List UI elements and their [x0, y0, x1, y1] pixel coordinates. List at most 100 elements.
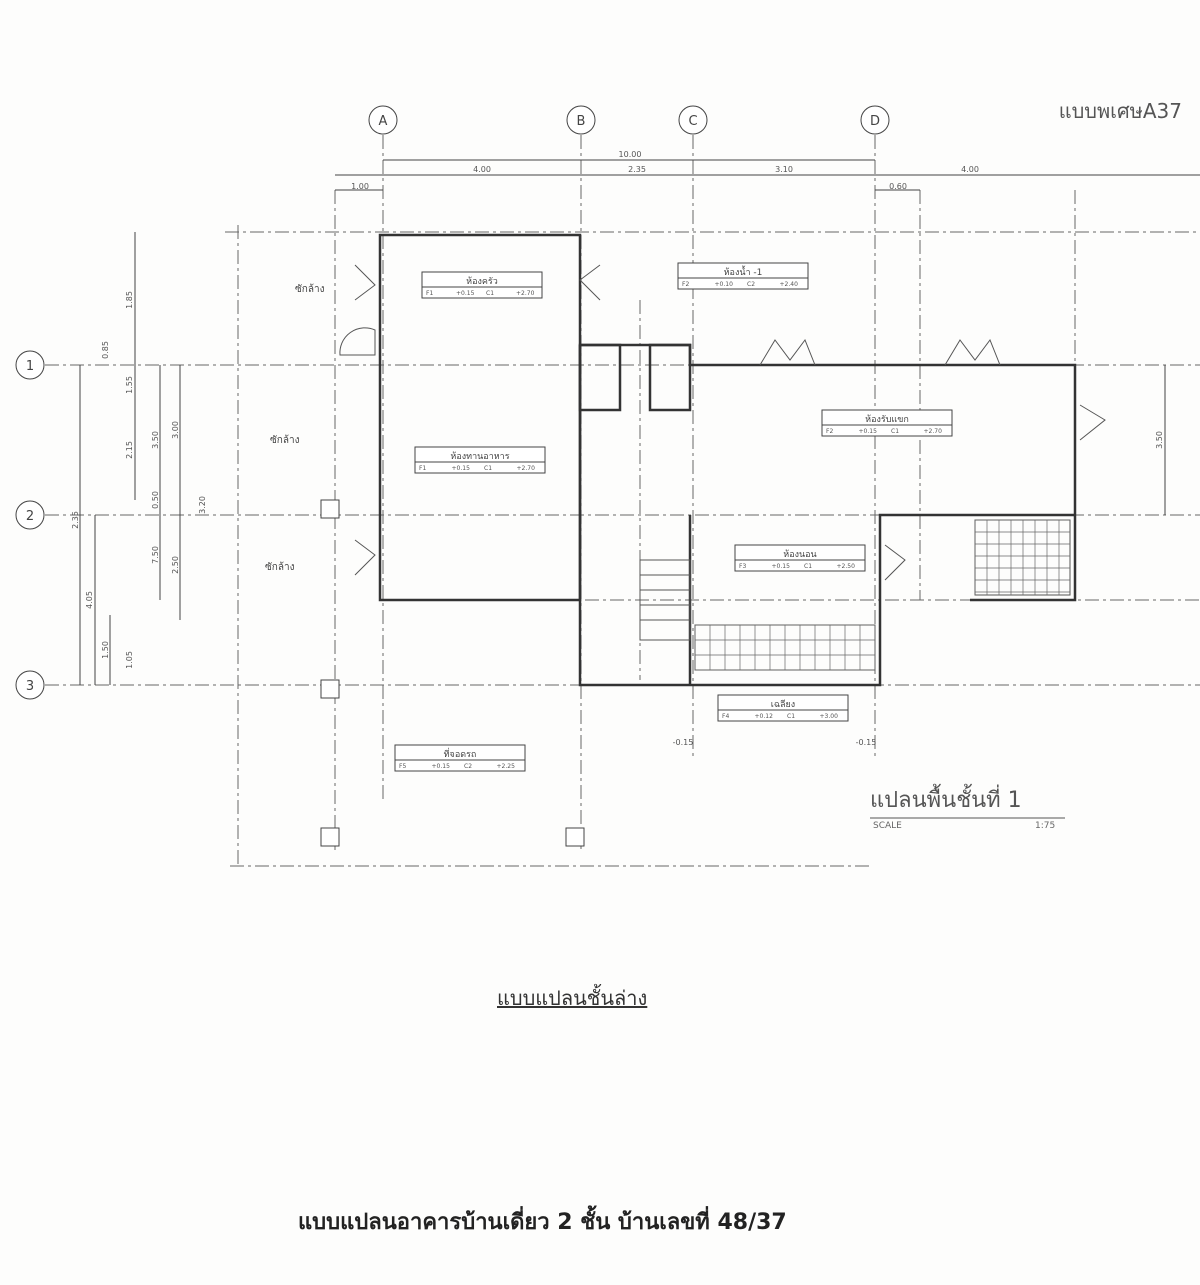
- room-tag-cell: C1: [891, 428, 899, 435]
- dim-left: 3.00: [171, 421, 180, 439]
- stairs-and-tiles: [639, 519, 1071, 671]
- room-tag-cell: +2.50: [837, 563, 856, 570]
- dim-left: 0.85: [101, 341, 110, 359]
- room-name: เฉลียง: [771, 699, 795, 710]
- dim-top: 2.35: [628, 165, 646, 174]
- dim-top-total: 10.00: [619, 150, 642, 159]
- scale-value: 1:75: [1035, 821, 1056, 831]
- room-tag-box: [821, 409, 953, 437]
- dim-left: 0.50: [151, 491, 160, 509]
- room-tag-box: [414, 446, 546, 474]
- walls: [378, 233, 1077, 687]
- grid-row-1: 1: [26, 359, 34, 374]
- room-tag: เฉลียง F4 +0.12 C1 +3.00: [717, 694, 849, 722]
- room-tag-cell: +2.70: [517, 465, 536, 472]
- room-tag-cell: F5: [399, 763, 406, 770]
- doors: [339, 264, 1106, 581]
- grid-labels: A B C D 1 2 3: [26, 114, 880, 694]
- room-tag-cell: +2.40: [780, 281, 799, 288]
- dim-left: 4.05: [85, 591, 94, 609]
- grid-row-3: 3: [26, 679, 34, 694]
- room-tag: ที่จอดรถ F5 +0.15 C2 +2.25: [394, 744, 526, 772]
- room-tag-cell: F3: [739, 563, 746, 570]
- dim-left: 1.85: [125, 291, 134, 309]
- tile-grid: [694, 519, 1070, 671]
- room-tag-box: [734, 544, 866, 572]
- room-tag-cell: +0.15: [456, 290, 475, 297]
- room-tag-cell: +0.15: [432, 763, 451, 770]
- grid-col-d: D: [870, 114, 880, 129]
- grid-row-2: 2: [26, 509, 34, 524]
- dimension-labels: 10.00 1.00 4.00 2.35 3.10 0.60 4.00 1.85…: [71, 150, 1164, 747]
- scale-label: SCALE: [873, 821, 902, 831]
- room-tag: ห้องทานอาหาร F1 +0.15 C1 +2.70: [414, 446, 546, 474]
- room-tag-cell: C1: [486, 290, 494, 297]
- room-tag-cell: F2: [826, 428, 833, 435]
- dim-left: 2.50: [171, 556, 180, 574]
- dim-top: 1.00: [351, 182, 369, 191]
- room-tag-cell: F1: [419, 465, 426, 472]
- room-name: ห้องน้ำ -1: [724, 265, 763, 278]
- sheet-code: แบบพเศษA37: [1058, 99, 1182, 123]
- room-name: ห้องครัว: [466, 276, 498, 287]
- room-tag-cell: C1: [787, 713, 795, 720]
- room-tag-cell: F1: [426, 290, 433, 297]
- plan-title: แปลนพื้นชั้นที่ 1: [870, 788, 1022, 813]
- room-name: ที่จอดรถ: [444, 747, 477, 760]
- room-tag-box: [717, 694, 849, 722]
- room-tag-cell: F4: [722, 713, 729, 720]
- dim-top: 4.00: [473, 165, 491, 174]
- level-mark: -0.15: [673, 738, 694, 747]
- dim-right: 3.50: [1155, 431, 1164, 449]
- room-tag-cell: +3.00: [820, 713, 839, 720]
- dim-left: 7.50: [151, 546, 160, 564]
- room-name: ห้องนอน: [783, 549, 816, 560]
- side-labels: ซักล้าง ซักล้าง ซักล้าง: [265, 283, 325, 573]
- room-tag-cell: +2.25: [497, 763, 516, 770]
- grid-col-b: B: [577, 114, 586, 129]
- dim-top: 0.60: [889, 182, 907, 191]
- room-tag-cell: +0.10: [715, 281, 734, 288]
- room-tag-box: [421, 271, 543, 299]
- dim-top: 4.00: [961, 165, 979, 174]
- side-label: ซักล้าง: [295, 283, 325, 295]
- room-tag-cell: +2.70: [516, 290, 535, 297]
- room-name: ห้องรับแขก: [865, 414, 909, 425]
- room-tag: ห้องครัว F1 +0.15 C1 +2.70: [421, 271, 543, 299]
- level-mark: -0.15: [856, 738, 877, 747]
- room-tag: ห้องน้ำ -1 F2 +0.10 C2 +2.40: [677, 262, 809, 290]
- room-tag-cell: +2.70: [924, 428, 943, 435]
- room-tag-cell: C1: [804, 563, 812, 570]
- dim-left: 2.35: [71, 511, 80, 529]
- room-tag-box: [677, 262, 809, 290]
- room-tag-cell: +0.12: [755, 713, 774, 720]
- dim-top: 3.10: [775, 165, 793, 174]
- room-tag-cell: C2: [747, 281, 755, 288]
- room-tag-cell: C1: [484, 465, 492, 472]
- columns: [320, 499, 585, 847]
- room-tag: ห้องรับแขก F2 +0.15 C1 +2.70: [821, 409, 953, 437]
- side-label: ซักล้าง: [270, 434, 300, 446]
- room-tag-cell: C2: [464, 763, 472, 770]
- dim-left: 1.50: [101, 641, 110, 659]
- grid-bubbles: [15, 105, 890, 700]
- grid-lines: [45, 135, 1200, 867]
- room-tag-box: [394, 744, 526, 772]
- room-tag-cell: F2: [682, 281, 689, 288]
- dim-left: 1.05: [125, 651, 134, 669]
- room-tag-cell: +0.15: [452, 465, 471, 472]
- room-name: ห้องทานอาหาร: [450, 451, 509, 462]
- footer-title: แบบแปลนอาคารบ้านเดี่ยว 2 ชั้น บ้านเลขที่…: [298, 1210, 787, 1235]
- grid-col-c: C: [688, 114, 697, 129]
- dim-left: 3.50: [151, 431, 160, 449]
- side-label: ซักล้าง: [265, 561, 295, 573]
- plan-caption: แบบแปลนชั้นล่าง: [497, 986, 648, 1010]
- dim-left: 1.55: [125, 376, 134, 394]
- room-tag-cell: +0.15: [859, 428, 878, 435]
- dim-left: 3.20: [198, 496, 207, 514]
- dim-left: 2.15: [125, 441, 134, 459]
